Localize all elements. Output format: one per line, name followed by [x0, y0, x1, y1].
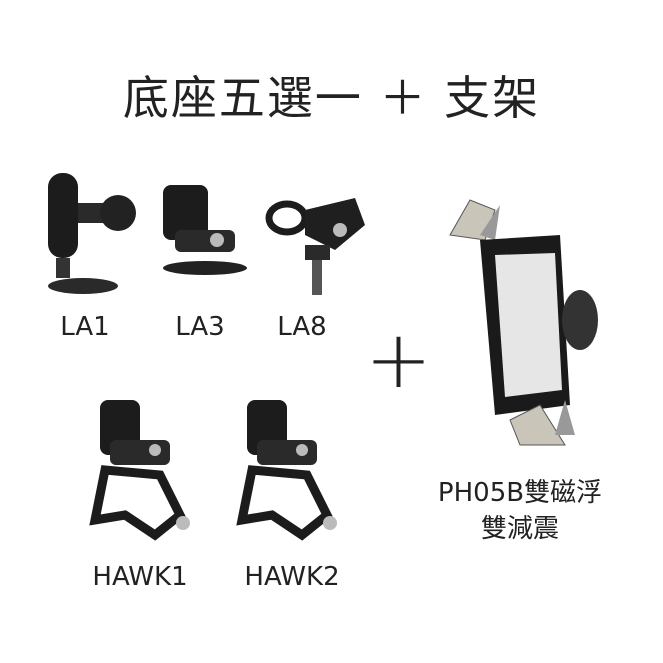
- hawk1-label: HAWK1: [92, 562, 188, 592]
- plus-sign: +: [365, 313, 433, 406]
- la1-label: LA1: [60, 312, 110, 342]
- ph05b-holder-image: [449, 199, 598, 446]
- hawk2-label: HAWK2: [244, 562, 340, 592]
- hawk2-mount-image: [236, 400, 337, 541]
- ph05b-sublabel: 雙減震: [480, 514, 559, 544]
- la3-mount-image: [163, 185, 247, 275]
- ph05b-label: PH05B雙磁浮: [437, 478, 603, 508]
- la8-mount-image: [265, 198, 365, 295]
- la8-label: LA8: [277, 312, 327, 342]
- hawk1-mount-image: [89, 400, 190, 541]
- la3-label: LA3: [175, 312, 225, 342]
- la1-mount-image: [48, 173, 136, 294]
- page-title: 底座五選一 ＋ 支架: [122, 71, 541, 125]
